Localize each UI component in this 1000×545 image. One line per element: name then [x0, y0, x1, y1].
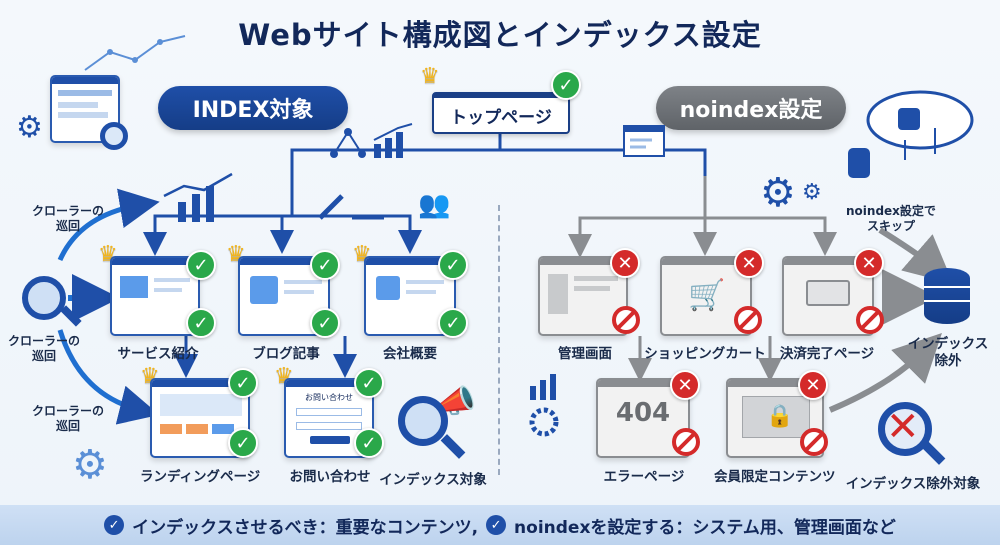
contact-page-label: お問い合わせ	[289, 469, 371, 485]
index-target-label: インデックス対象	[379, 472, 487, 488]
prohibited-icon	[856, 306, 884, 334]
blog-page-label: ブログ記事	[252, 346, 320, 362]
check-icon: ✓	[486, 515, 507, 535]
index-excluded-label: インデックス 除外	[907, 336, 989, 369]
red-cross-icon: ✕	[886, 404, 920, 450]
payment-complete-page-label: 決済完了ページ	[779, 346, 875, 362]
company-page-label: 会社概要	[383, 346, 437, 362]
prohibited-icon	[800, 428, 828, 456]
noindex-skip-label: noindex設定で スキップ	[846, 204, 936, 233]
top-page-card[interactable]: トップページ	[432, 92, 570, 134]
cross-icon: ✕	[670, 370, 700, 400]
error-page-label: エラーページ	[603, 469, 685, 485]
crawler-magnifier-icon	[22, 276, 66, 320]
check-icon: ✓	[438, 308, 468, 338]
landing-page-label: ランディングページ	[140, 469, 261, 485]
check-icon: ✓	[186, 250, 216, 280]
check-icon: ✓	[228, 368, 258, 398]
check-icon: ✓	[186, 308, 216, 338]
gear-icon: ⚙	[16, 110, 43, 145]
crawler-label-2: クローラーの 巡回	[8, 334, 81, 363]
bar-chart-icon	[373, 123, 413, 158]
prohibited-icon	[672, 428, 700, 456]
summary-footer: ✓ インデックスさせるべき：重要なコンテンツ, ✓ noindexを設定する：シ…	[0, 505, 1000, 545]
contact-form-title: お問い合わせ	[305, 393, 353, 402]
check-icon: ✓	[104, 515, 125, 535]
error-code: 404	[615, 398, 671, 428]
cross-icon: ✕	[854, 248, 884, 278]
cart-icon: 🛒	[688, 278, 726, 313]
index-target-pill: INDEX対象	[158, 86, 348, 130]
cloud-database-icon	[866, 90, 974, 160]
cross-icon: ✕	[610, 248, 640, 278]
gear-icon: ⚙	[72, 442, 108, 488]
check-icon: ✓	[310, 308, 340, 338]
check-icon: ✓	[354, 368, 384, 398]
cross-icon: ✕	[798, 370, 828, 400]
lock-icon: 🔒	[766, 404, 794, 429]
check-icon: ✓	[438, 250, 468, 280]
website-illustration	[40, 60, 130, 160]
growth-chart-icon	[163, 172, 233, 222]
analytics-gear-icon	[529, 374, 559, 437]
browser-window-icon	[623, 125, 665, 157]
prohibited-icon	[734, 306, 762, 334]
service-page-card[interactable]	[110, 256, 200, 336]
index-excluded-target-label: インデックス除外対象	[845, 476, 981, 492]
check-icon: ✓	[354, 428, 384, 458]
check-icon: ✓	[228, 428, 258, 458]
line-graph-icon	[84, 35, 186, 71]
members-only-page-label: 会員限定コンテンツ	[714, 469, 836, 485]
footer-index-text: インデックスさせるべき：重要なコンテンツ,	[132, 517, 479, 538]
gear-icon: ⚙	[802, 180, 822, 205]
cross-icon: ✕	[734, 248, 764, 278]
magnifier-icon	[100, 122, 128, 150]
crawler-label-3: クローラーの 巡回	[32, 404, 105, 433]
shopping-cart-page-label: ショッピングカート	[644, 346, 766, 362]
prohibited-icon	[612, 306, 640, 334]
footer-noindex-text: noindexを設定する：システム用、管理画面など	[514, 517, 896, 538]
network-icon	[330, 128, 366, 158]
service-page-label: サービス紹介	[117, 346, 199, 362]
index-magnifier-icon	[398, 396, 448, 446]
admin-page-label: 管理画面	[558, 346, 612, 362]
excluded-database-icon	[924, 268, 970, 324]
crown-icon: ♛	[420, 64, 440, 89]
gear-icon: ⚙	[760, 170, 796, 216]
crawler-label-1: クローラーの 巡回	[32, 204, 105, 233]
database-icon	[848, 148, 870, 178]
section-divider	[498, 205, 500, 475]
people-icon: 👥	[418, 190, 451, 220]
check-icon: ✓	[551, 70, 581, 100]
pen-icon	[318, 194, 384, 220]
page-title: Webサイト構成図とインデックス設定	[238, 18, 762, 52]
check-icon: ✓	[310, 250, 340, 280]
noindex-setting-pill: noindex設定	[656, 86, 846, 130]
